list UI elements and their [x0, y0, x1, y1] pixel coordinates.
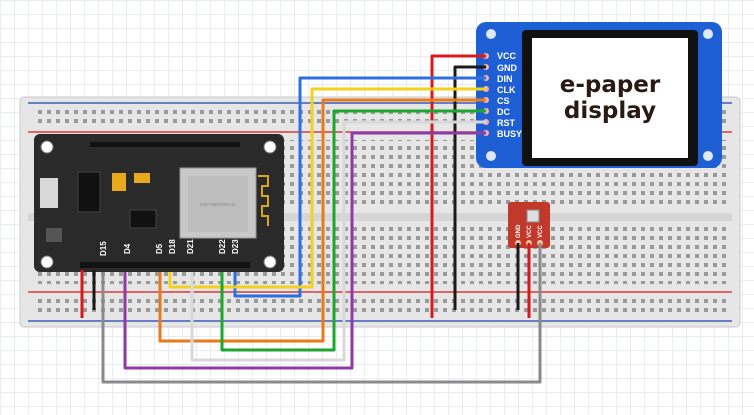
wire-sensor-gray — [101, 243, 542, 384]
display-pin-busy: BUSY — [497, 129, 522, 139]
mounting-hole-icon — [486, 29, 496, 39]
esp-chip-label: ESP-WROOM-32 — [200, 202, 236, 207]
display-pin-dc: DC — [497, 107, 510, 117]
display-pin-gnd: GND — [497, 63, 518, 73]
esp-pin-d15: D15 — [99, 241, 108, 256]
esp32-board: ESP-WROOM-32 D15 D4 D5 D18 D21 D22 D23 — [34, 134, 284, 272]
wire-gnd-black — [453, 65, 486, 310]
wire-clk-yellow — [168, 87, 486, 289]
usb-chip — [77, 171, 101, 213]
mounting-hole-icon — [486, 151, 496, 161]
e-paper-display-module: e-paper display VCC GND DIN CLK CS DC RS… — [476, 22, 722, 168]
mounting-hole-icon — [703, 151, 713, 161]
regulator-icon — [112, 173, 126, 191]
sensor-module: GND VCC VCC — [508, 202, 550, 248]
wire-cs-orange — [158, 98, 486, 343]
voltage-regulator — [129, 209, 157, 229]
display-screen — [532, 38, 688, 158]
wire-vcc-red — [430, 54, 486, 318]
esp-pin-d23: D23 — [231, 239, 240, 254]
esp-top-header — [90, 142, 240, 147]
esp-pin-d18: D18 — [168, 239, 177, 254]
mounting-hole-icon — [40, 255, 54, 269]
sensor-pin-vcc-2: VCC — [538, 225, 544, 238]
wire-rst-white — [190, 120, 486, 362]
antenna-icon — [258, 175, 269, 226]
mounting-hole-icon — [703, 29, 713, 39]
wire-dc-green — [220, 109, 486, 352]
wire-busy-purple — [123, 131, 486, 370]
display-title-line1: e-paper — [560, 72, 661, 98]
esp-pin-d5: D5 — [155, 243, 164, 254]
mounting-hole-icon — [263, 255, 277, 269]
display-pin-cs: CS — [497, 96, 510, 106]
mounting-hole-icon — [263, 140, 277, 154]
sensor-pin-vcc-1: VCC — [527, 225, 533, 238]
esp-pin-d4: D4 — [123, 243, 132, 254]
mounting-hole-icon — [40, 140, 54, 154]
display-pin-vcc: VCC — [497, 51, 517, 61]
bottom-rail-holes — [36, 297, 726, 317]
esp-bottom-header — [80, 262, 250, 268]
center-channel — [28, 213, 732, 221]
esp-pin-d22: D22 — [218, 239, 227, 254]
wires — [80, 54, 542, 384]
sensor-chip — [526, 209, 540, 223]
esp-pin-d21: D21 — [186, 239, 195, 254]
display-pin-din: DIN — [497, 74, 513, 84]
esp-shield — [188, 176, 248, 232]
sensor-pin-gnd: GND — [516, 224, 522, 238]
display-title-line2: display — [564, 98, 656, 124]
display-pin-clk: CLK — [497, 85, 516, 95]
usb-port — [40, 178, 58, 208]
capacitor-icon — [134, 173, 150, 183]
display-pin-rst: RST — [497, 118, 516, 128]
boot-button-icon — [46, 228, 62, 242]
